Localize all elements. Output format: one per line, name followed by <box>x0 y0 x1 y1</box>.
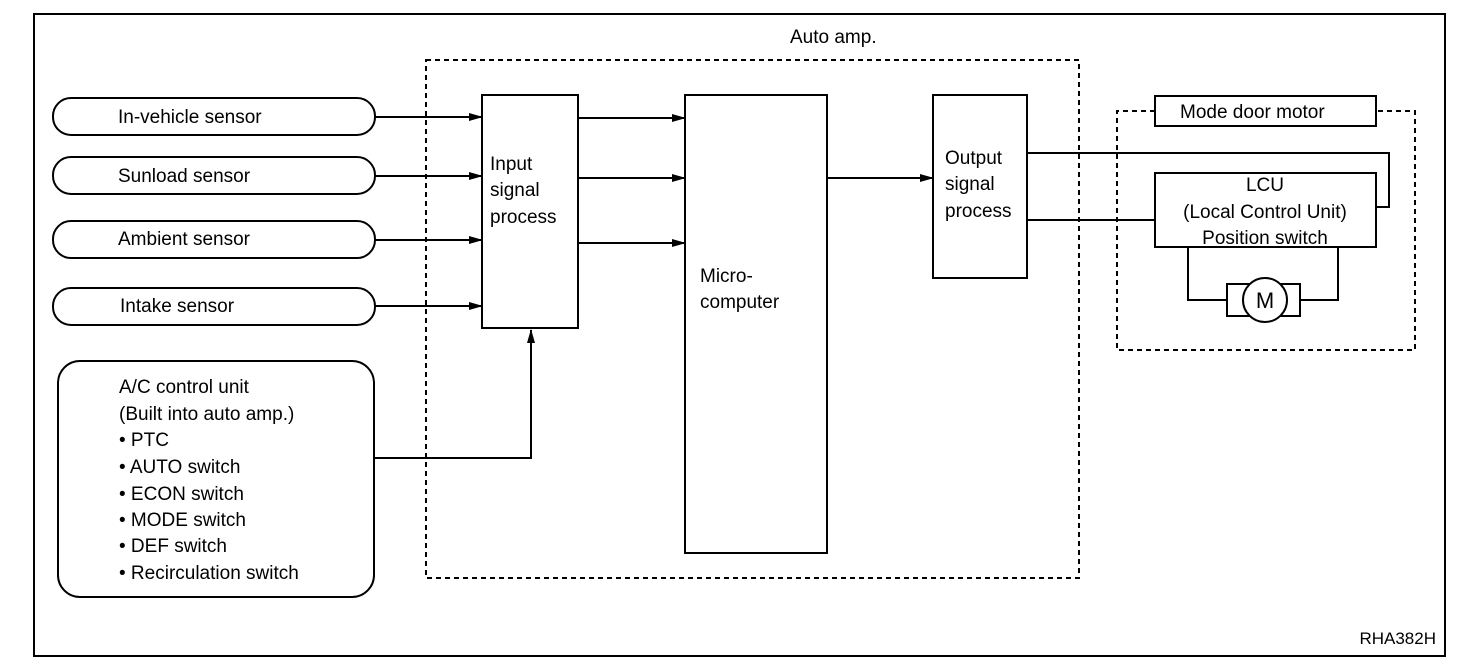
lcu-line: (Local Control Unit) <box>1183 202 1347 223</box>
outer-frame <box>33 13 1446 657</box>
sensor-label: Ambient sensor <box>118 229 251 250</box>
mode-door-motor-label: Mode door motor <box>1180 102 1325 123</box>
input-block-line: process <box>490 207 557 228</box>
ac-unit-title: A/C control unit <box>119 377 250 398</box>
input-signal-process-block: Input signal process <box>481 94 579 329</box>
mode-door-motor-label-box <box>1154 95 1377 127</box>
ac-unit-item: • PTC <box>119 430 169 451</box>
auto-amp-container <box>425 59 1080 579</box>
sensor-sunload: Sunload sensor <box>52 156 376 195</box>
micro-block-line: computer <box>700 292 780 313</box>
input-block-line: Input <box>490 154 533 175</box>
ac-unit-item: • MODE switch <box>119 510 246 531</box>
sensor-in-vehicle: In-vehicle sensor <box>52 97 376 136</box>
sensor-label: Intake sensor <box>120 296 235 317</box>
sensor-ambient: Ambient sensor <box>52 220 376 259</box>
ac-unit-item: • AUTO switch <box>119 457 240 478</box>
ac-control-unit: A/C control unit (Built into auto amp.) … <box>57 360 375 598</box>
sensor-label: In-vehicle sensor <box>118 107 262 128</box>
output-block-line: signal <box>945 174 995 195</box>
motor-symbol: M <box>1187 247 1339 323</box>
microcomputer-block: Micro- computer <box>684 94 828 554</box>
mode-door-motor-container: Mode door motor <box>1116 95 1416 351</box>
ac-unit-item: • ECON switch <box>119 484 244 505</box>
arrow-ac-unit <box>374 329 535 459</box>
micro-block-line: Micro- <box>700 266 753 287</box>
lcu-line: LCU <box>1246 175 1284 196</box>
sensor-intake: Intake sensor <box>52 287 376 326</box>
output-block-line: Output <box>945 148 1003 169</box>
lcu-line: Position switch <box>1202 228 1328 249</box>
sensor-label: Sunload sensor <box>118 166 251 187</box>
output-signal-process-block: Output signal process <box>932 94 1028 279</box>
figure-code: RHA382H <box>1359 629 1436 648</box>
lcu-box: LCU (Local Control Unit) Position switch <box>1154 172 1377 249</box>
ac-unit-item: • DEF switch <box>119 536 227 557</box>
ac-unit-item: • Recirculation switch <box>119 563 299 584</box>
auto-amp-label: Auto amp. <box>790 27 877 48</box>
motor-label: M <box>1256 288 1274 313</box>
output-block-line: process <box>945 201 1012 222</box>
wire-output-lcu-top <box>1027 152 1390 208</box>
motor-icon <box>1242 277 1288 323</box>
input-block-line: signal <box>490 180 540 201</box>
ac-unit-subtitle: (Built into auto amp.) <box>119 404 294 425</box>
